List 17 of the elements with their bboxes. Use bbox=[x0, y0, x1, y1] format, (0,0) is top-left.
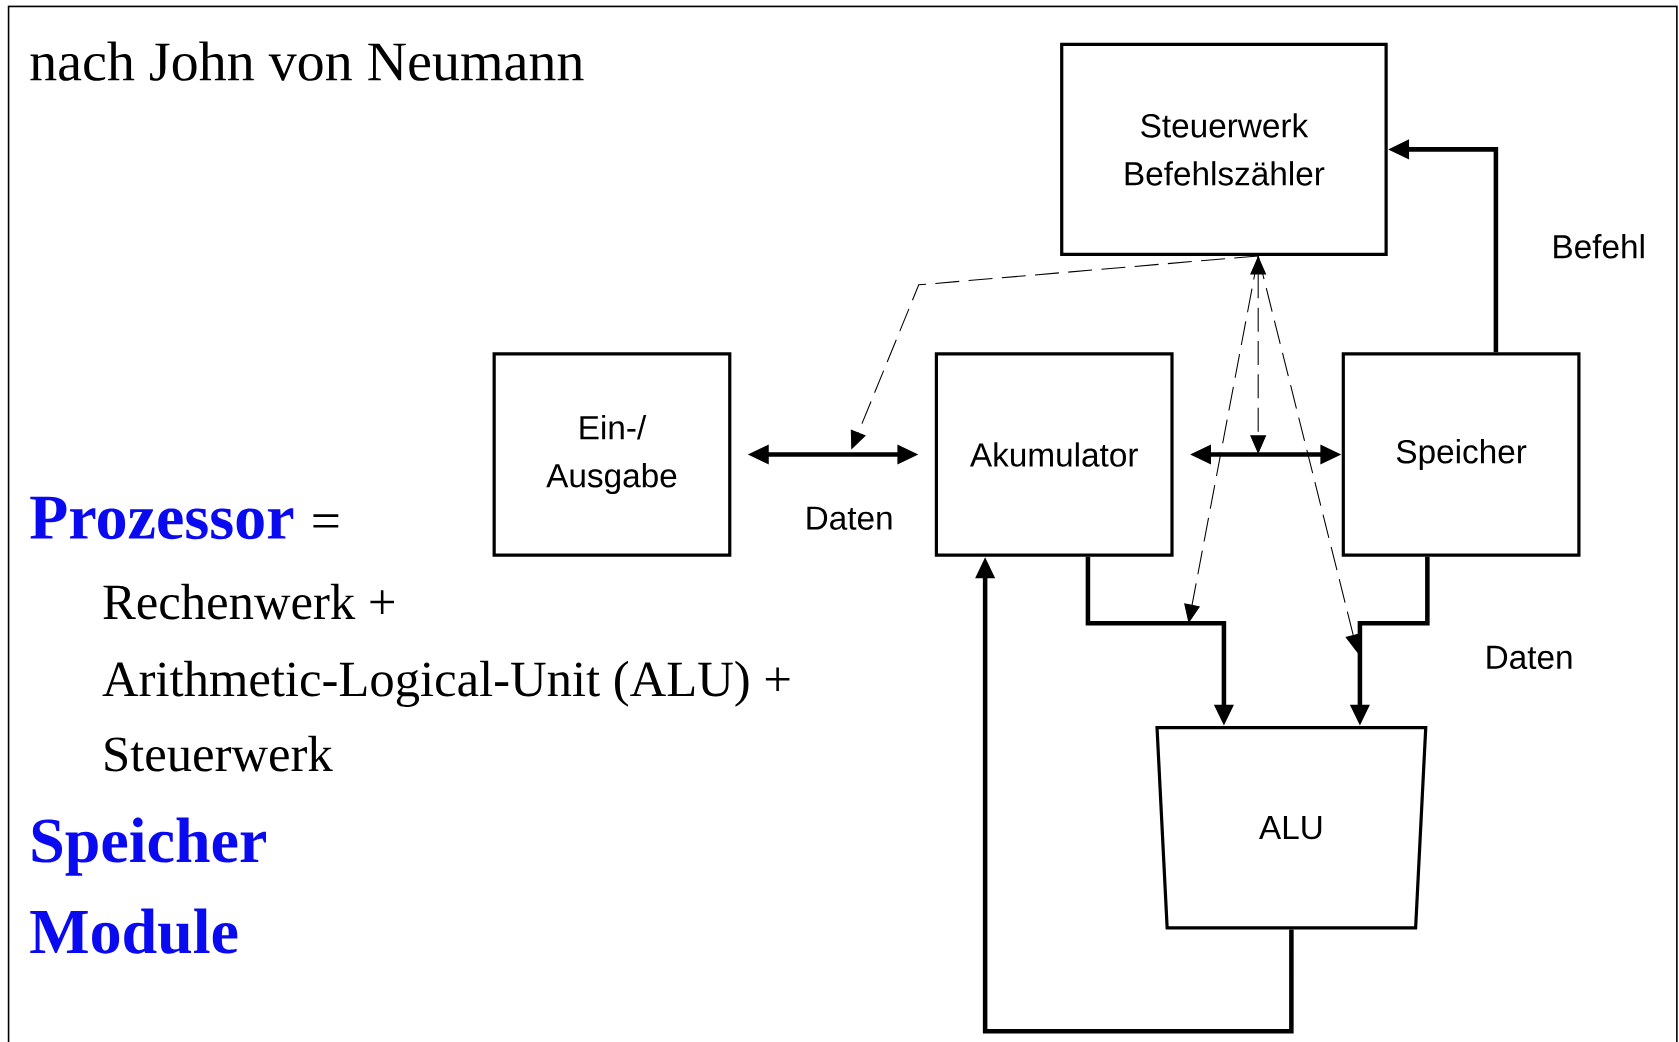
edge-label: Befehl bbox=[1550, 232, 1648, 260]
list-text: Arithmetic-Logical-Unit (ALU) + bbox=[102, 660, 790, 707]
box: Akumulator bbox=[934, 352, 1174, 557]
edge-label: Daten bbox=[803, 505, 895, 532]
list-text: Module bbox=[30, 908, 238, 954]
list-text: Rechenwerk + bbox=[103, 583, 394, 620]
box: Ein-/ Ausgabe bbox=[492, 352, 732, 557]
list-text: Prozessor bbox=[30, 496, 294, 540]
list-text: = bbox=[313, 514, 339, 528]
alu-trapezoid: ALU bbox=[1155, 726, 1428, 930]
box: Steuerwerk Befehlszähler bbox=[1060, 42, 1388, 256]
dashed-arrow bbox=[850, 255, 1259, 450]
list-text: Speicher bbox=[32, 817, 266, 876]
list-text: Steuerwerk bbox=[105, 735, 333, 772]
box: Speicher bbox=[1341, 352, 1581, 557]
title: nach John von Neumann bbox=[30, 41, 584, 81]
edge-label: Daten bbox=[1483, 644, 1575, 671]
